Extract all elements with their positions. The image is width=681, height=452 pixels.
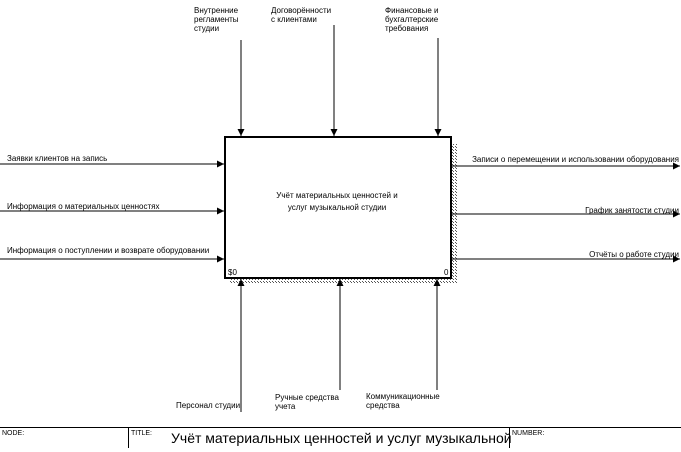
- box-shadow-right: [451, 144, 457, 282]
- number-cell: NUMBER:: [510, 428, 681, 448]
- node-label: NODE:: [2, 430, 25, 437]
- title-cell: TITLE: Учёт материальных ценностей и усл…: [129, 428, 512, 448]
- output-label-1: Записи о перемещении и использовании обо…: [472, 155, 679, 164]
- mechanism-label-1: Персонал студии: [176, 401, 241, 410]
- control-label-2: Договорённости с клиентами: [271, 6, 332, 24]
- node-cell: NODE:: [0, 428, 129, 448]
- input-label-2: Информация о материальных ценностях: [7, 202, 160, 211]
- activity-title: Учёт материальных ценностей и услуг музы…: [276, 191, 398, 212]
- activity-number: 0: [444, 268, 449, 277]
- number-label: NUMBER:: [512, 430, 545, 437]
- input-label-3: Информация о поступлении и возврате обор…: [7, 246, 210, 255]
- control-label-1: Внутренние регламенты студии: [194, 6, 239, 33]
- output-label-3: Отчёты о работе студии: [589, 250, 679, 259]
- title-label: TITLE:: [131, 430, 153, 437]
- output-label-2: График занятости студии: [585, 206, 679, 215]
- activity-node-tag: $0: [228, 268, 237, 277]
- box-shadow-bottom: [230, 278, 457, 284]
- activity-box[interactable]: [224, 136, 452, 279]
- mechanism-label-3: Коммуникационные средства: [366, 392, 440, 410]
- control-label-3: Финансовые и бухгалтерские требования: [385, 6, 439, 33]
- title-block: NODE: TITLE: Учёт материальных ценностей…: [0, 427, 681, 448]
- mechanism-label-2: Ручные средства учета: [275, 393, 340, 411]
- input-label-1: Заявки клиентов на запись: [7, 154, 108, 163]
- diagram-title: Учёт материальных ценностей и услуг музы…: [171, 430, 512, 446]
